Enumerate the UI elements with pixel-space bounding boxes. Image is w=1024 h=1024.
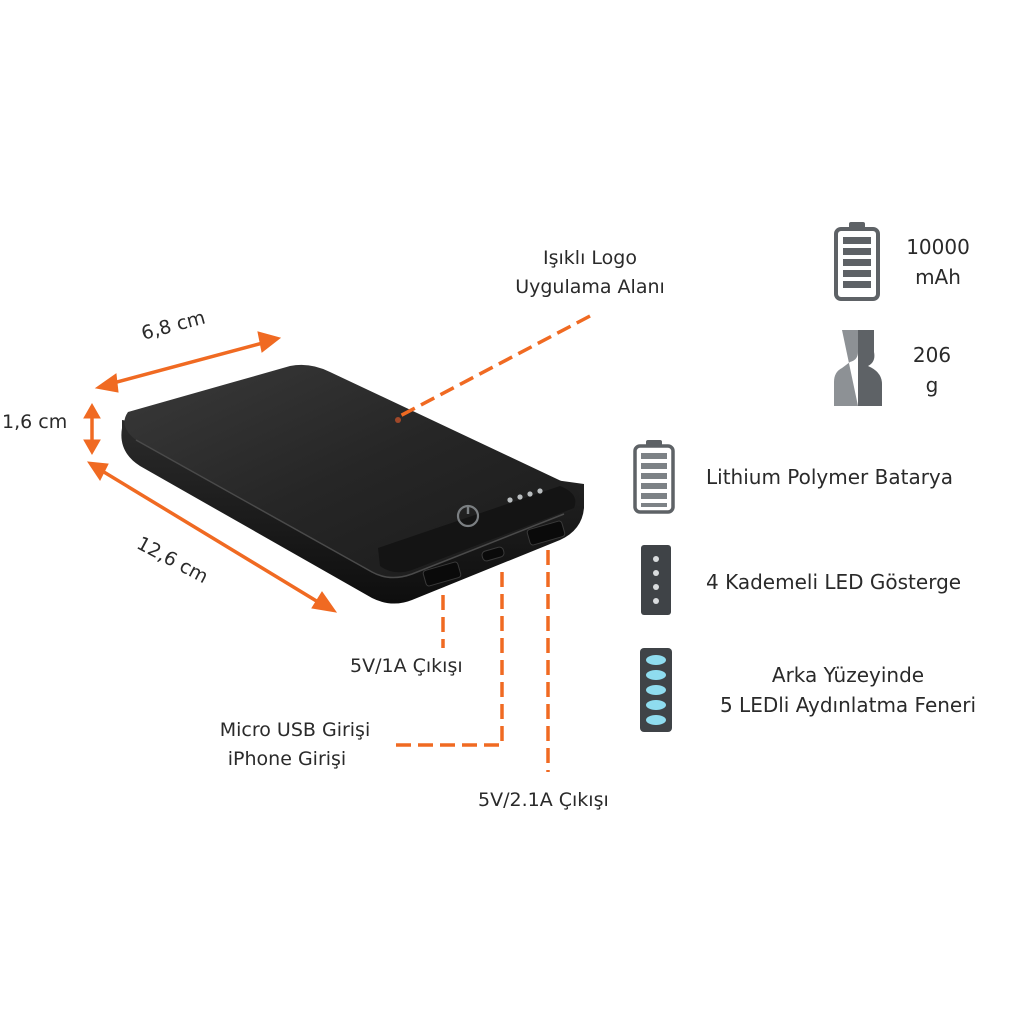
- input-callout-line: [396, 572, 504, 747]
- input-callout-line2: iPhone Girişi: [227, 748, 347, 770]
- weight-label: 206 g: [900, 340, 964, 400]
- logo-callout-label: Işıklı Logo Uygulama Alanı: [490, 244, 690, 302]
- output-1a-label: 5V/1A Çıkışı: [350, 655, 463, 677]
- battery-icon: [834, 222, 880, 301]
- flashlight-feature-label: Arka Yüzeyinde 5 LEDli Aydınlatma Feneri: [700, 660, 996, 720]
- output-21a-label: 5V/2.1A Çıkışı: [478, 789, 609, 811]
- arrow-length: [93, 464, 329, 610]
- micro-usb-port: [481, 546, 505, 562]
- flashlight-icon: [640, 648, 672, 732]
- arrow-width: [101, 338, 275, 388]
- callout-lines: [396, 314, 591, 772]
- input-callout-label: Micro USB Girişi iPhone Girişi: [200, 716, 390, 774]
- capacity-label: 10000 mAh: [900, 232, 976, 292]
- weight-value: 206: [912, 343, 952, 367]
- logo-callout-line: [399, 314, 591, 418]
- usb-port-1a: [422, 561, 462, 587]
- capacity-unit: mAh: [915, 265, 961, 289]
- battery-cell-icon: [633, 440, 675, 514]
- led-feature-label: 4 Kademeli LED Gösterge: [706, 570, 962, 594]
- weight-icon: [834, 330, 882, 406]
- weight-unit: g: [925, 373, 939, 397]
- flashlight-line1: Arka Yüzeyinde: [771, 663, 925, 687]
- logo-area: [395, 417, 401, 423]
- led-indicator-dots: [507, 488, 543, 503]
- led-indicator-icon: [641, 545, 671, 615]
- power-bank-front-strip: [378, 486, 576, 573]
- battery-feature-label: Lithium Polymer Batarya: [706, 465, 954, 489]
- input-callout-line1: Micro USB Girişi: [219, 719, 371, 741]
- thickness-label: 1,6 cm: [2, 411, 68, 433]
- logo-callout-line1: Işıklı Logo: [543, 247, 637, 269]
- power-icon: [456, 504, 480, 528]
- dimension-arrows: [83, 331, 338, 613]
- capacity-value: 10000: [906, 235, 970, 259]
- power-bank: [121, 364, 584, 604]
- flashlight-line2: 5 LEDli Aydınlatma Feneri: [719, 693, 977, 717]
- usb-port-21a: [526, 520, 566, 546]
- logo-callout-line2: Uygulama Alanı: [515, 276, 665, 298]
